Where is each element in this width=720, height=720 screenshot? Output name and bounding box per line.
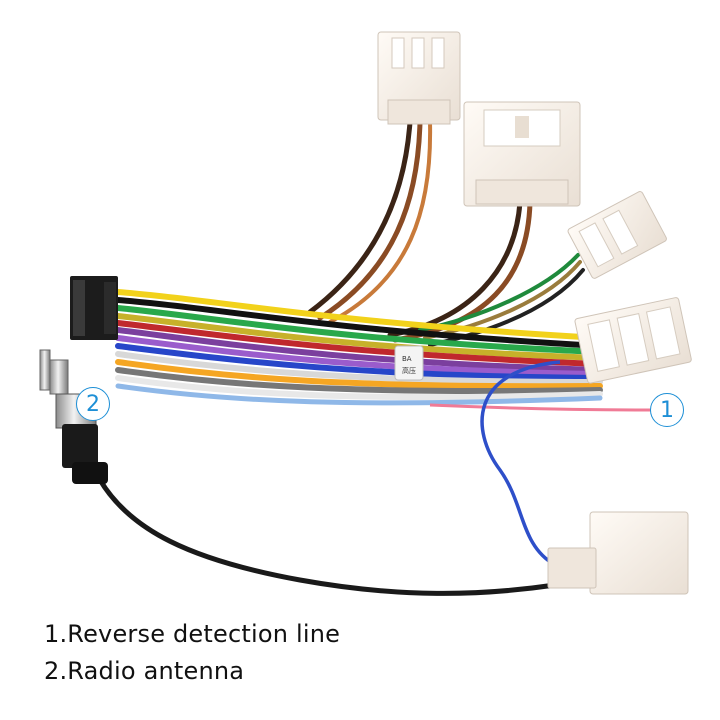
callout-marker-1: 1 <box>650 393 684 427</box>
right-connector-lower <box>574 297 692 384</box>
antenna-plug <box>39 349 108 484</box>
caption-radio-antenna: 2.Radio antenna <box>44 657 245 685</box>
svg-text:高压: 高压 <box>402 366 416 375</box>
caption-reverse-detection-line: 1.Reverse detection line <box>44 620 341 648</box>
bottom-connector <box>547 511 689 595</box>
svg-text:BA: BA <box>402 355 412 363</box>
wire-label-tag: BA 高压 <box>394 345 424 381</box>
top-connector-large <box>463 101 581 207</box>
reverse-detection-wire <box>429 403 653 412</box>
black-harness-connector <box>70 276 118 340</box>
callout-marker-2: 2 <box>76 387 110 421</box>
blue-loop-wire <box>480 360 561 567</box>
upper-wires <box>307 119 585 347</box>
wire-bundle <box>115 289 603 406</box>
top-connector-small <box>377 31 461 125</box>
antenna-cable <box>97 477 558 596</box>
right-connector-upper <box>567 191 667 279</box>
